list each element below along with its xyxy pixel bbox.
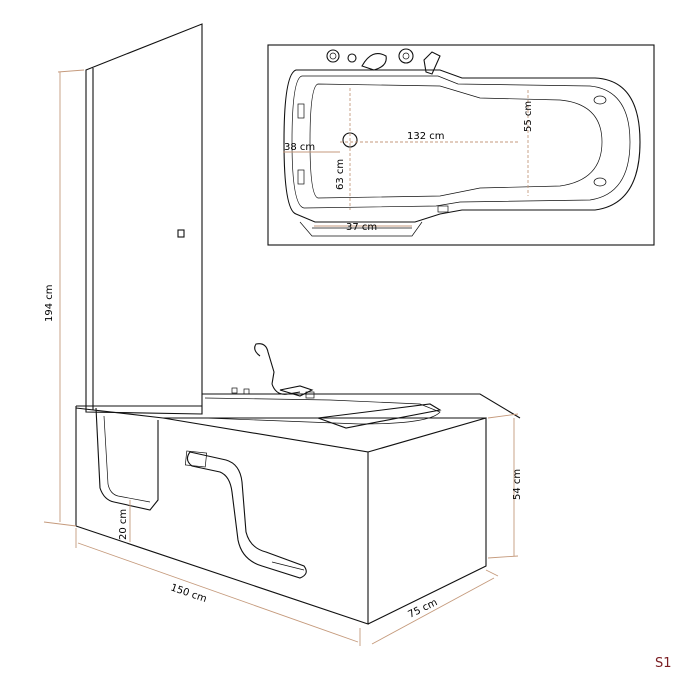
inner-width-label: 55 cm: [523, 101, 534, 132]
model-code: S1: [655, 656, 672, 671]
tap-icon: [347, 53, 357, 63]
door-width-label: 37 cm: [346, 222, 377, 233]
control-icon: [231, 387, 238, 394]
spout-icon: [423, 51, 441, 75]
shower-screen: [85, 23, 203, 415]
tub-side-face: [367, 417, 487, 625]
headrest: [317, 403, 442, 429]
door-panel: [95, 407, 159, 511]
front-channel: [186, 451, 307, 579]
top-view-frame: [267, 44, 655, 246]
jet-icon: [593, 177, 607, 187]
hand-shower-icon: [254, 343, 275, 385]
height-194-label: 194 cm: [44, 284, 55, 322]
seat-width-label: 38 cm: [284, 142, 315, 153]
depth-75-line: [371, 577, 495, 645]
door-outline: [299, 221, 423, 237]
jet-icon: [297, 169, 305, 185]
side-view: 194 cm 150 cm 75 cm 54 cm 20 cm: [43, 23, 523, 646]
step-height-label: 20 cm: [118, 509, 129, 540]
fitting-icon: [437, 205, 449, 213]
length-150-label: 150 cm: [169, 582, 208, 605]
inner-length-label: 132 cm: [407, 131, 445, 142]
grab-handle: [184, 450, 208, 468]
tub-front-face: [75, 407, 369, 625]
length-150-line: [77, 542, 359, 643]
tub-basin: [309, 83, 603, 199]
tub-outer-outline: [283, 69, 641, 223]
control-icon: [243, 388, 250, 395]
top-view: 132 cm 38 cm 63 cm 55 cm 37 cm: [267, 44, 655, 246]
tub-height-label: 54 cm: [512, 469, 523, 500]
tap-icon: [398, 48, 414, 64]
handle-icon: [177, 229, 185, 238]
tap-icon: [326, 49, 340, 63]
tub-inner-rim: [291, 75, 631, 209]
mixer-icon: [361, 53, 387, 71]
jet-icon: [297, 103, 305, 119]
control-icon: [305, 391, 315, 399]
seat-depth-label: 63 cm: [335, 159, 346, 190]
jet-icon: [593, 95, 607, 105]
depth-75-label: 75 cm: [406, 597, 439, 621]
mixer-tap-icon: [279, 385, 314, 397]
tub-top-rim: [75, 393, 521, 419]
